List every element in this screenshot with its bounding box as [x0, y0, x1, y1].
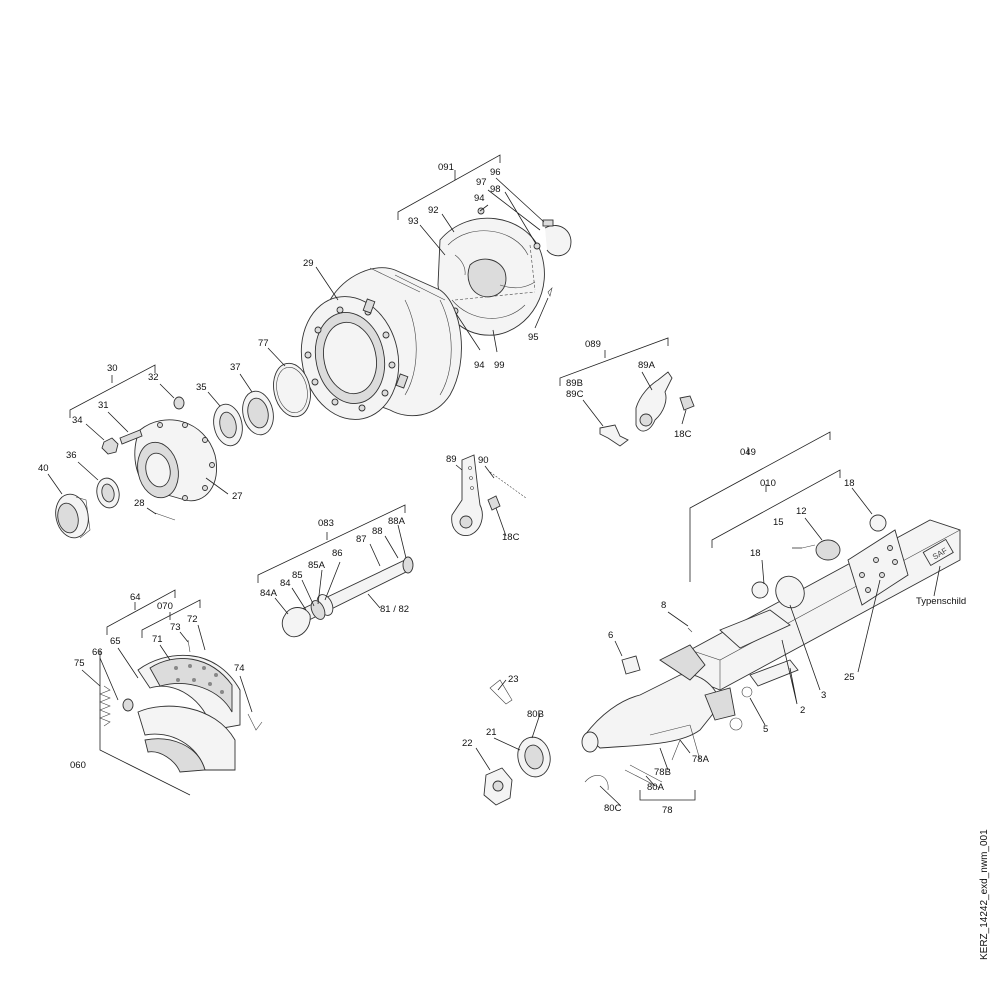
label-21: 21: [486, 727, 497, 738]
label-32: 32: [148, 372, 159, 383]
label-18c-a: 18C: [674, 429, 692, 440]
label-typenschild: Typenschild: [916, 596, 966, 607]
label-36: 36: [66, 450, 77, 461]
label-25: 25: [844, 672, 855, 683]
label-29: 29: [303, 258, 314, 269]
label-070: 070: [157, 601, 173, 612]
outer-bearing: [207, 391, 243, 447]
hub-nut-and-seal-set: [475, 679, 701, 806]
label-091: 091: [438, 162, 454, 173]
label-78: 78: [662, 805, 673, 816]
seal-ring: [267, 347, 311, 418]
label-40: 40: [38, 463, 49, 474]
label-85: 85: [292, 570, 303, 581]
label-75: 75: [74, 658, 85, 669]
label-92: 92: [428, 205, 439, 216]
brake-drum: [300, 266, 462, 420]
label-8: 8: [661, 600, 666, 611]
label-37: 37: [230, 362, 241, 373]
label-89a: 89A: [638, 360, 656, 371]
brake-lever-assembly: [451, 454, 527, 537]
label-66: 66: [92, 647, 103, 658]
brake-shoe-assembly: [81, 589, 263, 796]
label-80c: 80C: [604, 803, 622, 814]
label-78b: 78B: [654, 767, 671, 778]
label-010: 010: [760, 478, 776, 489]
axle-beam-assembly: [581, 431, 961, 753]
label-77: 77: [258, 338, 269, 349]
label-5: 5: [763, 724, 768, 735]
label-089: 089: [585, 339, 601, 350]
label-18a: 18: [844, 478, 855, 489]
label-30: 30: [107, 363, 118, 374]
label-80b: 80B: [527, 709, 544, 720]
label-65: 65: [110, 636, 121, 647]
label-97: 97: [476, 177, 487, 188]
label-95: 95: [528, 332, 539, 343]
label-81-82: 81 / 82: [380, 604, 409, 615]
label-060: 060: [70, 760, 86, 771]
label-71: 71: [152, 634, 163, 645]
label-85a: 85A: [308, 560, 326, 571]
label-89b: 89B: [566, 378, 583, 389]
label-88: 88: [372, 526, 383, 537]
label-94b: 94: [474, 360, 485, 371]
label-99: 99: [494, 360, 505, 371]
label-2: 2: [800, 705, 805, 716]
label-89c: 89C: [566, 389, 584, 400]
inner-bearing: [239, 373, 274, 436]
label-84: 84: [280, 578, 291, 589]
label-86: 86: [332, 548, 343, 559]
label-72: 72: [187, 614, 198, 625]
brake-camshaft-assembly: [257, 504, 414, 638]
label-083: 083: [318, 518, 334, 529]
label-23: 23: [508, 674, 519, 685]
label-98: 98: [490, 184, 501, 195]
label-28: 28: [134, 498, 145, 509]
part-labels: 091 92 93 94 94 95 96 97 98 99 29 77 37 …: [38, 162, 966, 816]
label-049: 049: [740, 447, 756, 458]
label-18c-b: 18C: [502, 532, 520, 543]
label-34: 34: [72, 415, 83, 426]
label-74: 74: [234, 663, 245, 674]
label-12: 12: [796, 506, 807, 517]
label-73: 73: [170, 622, 181, 633]
wheel-hub-assembly: [47, 364, 229, 539]
label-6: 6: [608, 630, 613, 641]
label-93: 93: [408, 216, 419, 227]
label-90: 90: [478, 455, 489, 466]
label-78a: 78A: [692, 754, 710, 765]
backing-plate-assembly: [397, 154, 572, 353]
label-3: 3: [821, 690, 826, 701]
label-64: 64: [130, 592, 141, 603]
label-89: 89: [446, 454, 457, 465]
label-94a: 94: [474, 193, 485, 204]
label-80a: 80A: [647, 782, 665, 793]
label-22: 22: [462, 738, 473, 749]
label-15: 15: [773, 517, 784, 528]
drawing-id-text: KERZ_14242_exd_nwm_001: [979, 829, 990, 960]
label-84a: 84A: [260, 588, 278, 599]
label-31: 31: [98, 400, 109, 411]
slack-adjuster-assembly: [559, 337, 695, 447]
drawing-id-vertical: KERZ_14242_exd_nwm_001: [975, 760, 995, 960]
label-27: 27: [232, 491, 243, 502]
label-88a: 88A: [388, 516, 406, 527]
label-35: 35: [196, 382, 207, 393]
label-87: 87: [356, 534, 367, 545]
label-96: 96: [490, 167, 501, 178]
label-18b: 18: [750, 548, 761, 559]
